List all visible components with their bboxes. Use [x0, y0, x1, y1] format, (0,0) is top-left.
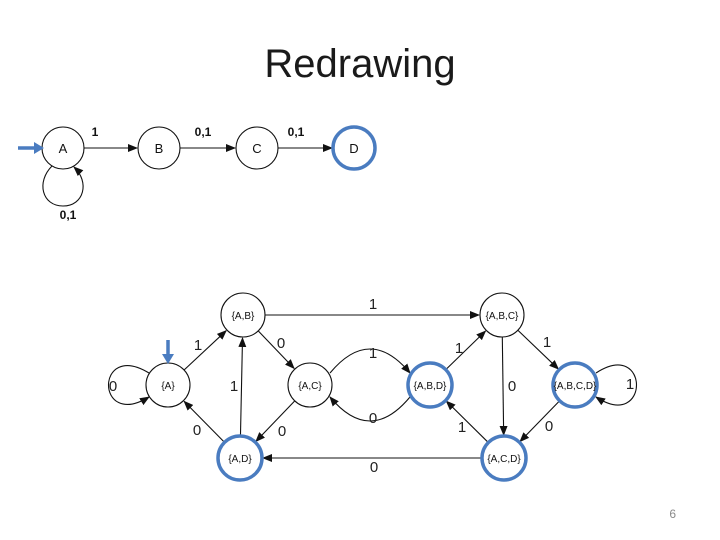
dfa-edge-label: 0: [545, 418, 553, 435]
nfa-edge-label: 0,1: [195, 125, 212, 139]
dfa-edge-line: [238, 336, 247, 437]
dfa-edge-label: 1: [626, 376, 634, 393]
nfa-transition-a-b: 1: [84, 125, 138, 152]
page-number: 6: [669, 507, 676, 521]
nfa-state-circle: [235, 126, 279, 170]
dfa-transition-abcd-acd: 0: [519, 400, 561, 443]
dfa-edge-label: 0: [277, 335, 285, 352]
dfa-edge-line: [183, 330, 227, 371]
nfa-transition-c-d: 0,1: [278, 125, 333, 152]
dfa-diagram: 0 1 1 0 1 0 0 1 0 1 1 0 1 0 1 0 {A} {A,B} {A,C} {A,B,D} {A,B…: [108, 292, 637, 482]
dfa-accepting-state-circle: [406, 361, 454, 409]
dfa-edge-line: [329, 396, 411, 422]
nfa-state-label: C: [252, 141, 261, 156]
nfa-accepting-state-circle: [331, 125, 377, 171]
dfa-start-arrow-icon: [162, 340, 174, 364]
dfa-state-label: {A,B,C}: [486, 311, 519, 322]
dfa-state-circle: [479, 292, 525, 338]
dfa-edge-label: 0: [109, 378, 117, 395]
dfa-edge-label: 1: [458, 419, 466, 436]
dfa-transition-ad-ab: 1: [230, 336, 247, 437]
nfa-state-circle: [137, 126, 181, 170]
nfa-edge-label: 0,1: [288, 125, 305, 139]
nfa-state-label: D: [349, 141, 358, 156]
dfa-transition-abc-acd: 0: [499, 336, 516, 437]
dfa-state-label: {A,D}: [228, 454, 252, 465]
nfa-state-label: A: [59, 141, 68, 156]
dfa-edge-line: [519, 400, 561, 443]
dfa-edge-label: 0: [370, 459, 378, 476]
dfa-edge-line: [108, 365, 150, 406]
dfa-state-abd: {A,B,D}: [406, 361, 454, 409]
dfa-edge-line: [445, 330, 487, 371]
dfa-transition-ab-abc: 1: [265, 296, 480, 319]
dfa-edge-label: 0: [278, 423, 286, 440]
nfa-state-d: D: [331, 125, 377, 171]
dfa-transition-abcd-abcd: 1: [595, 364, 637, 406]
nfa-state-label: B: [155, 141, 164, 156]
nfa-edge-line: [42, 165, 84, 207]
dfa-edge-label: 1: [230, 378, 238, 395]
dfa-edge-line: [499, 336, 508, 437]
nfa-edge-label: 0,1: [60, 208, 77, 222]
dfa-edge-label: 1: [369, 296, 377, 313]
dfa-transition-abd-ac: 0: [329, 396, 411, 427]
dfa-transition-ac-ad: 0: [255, 400, 296, 443]
nfa-state-c: C: [235, 126, 279, 170]
dfa-edge-line: [445, 400, 489, 443]
dfa-state-acd: {A,C,D}: [480, 434, 528, 482]
dfa-edge-label: 1: [543, 334, 551, 351]
dfa-accepting-state-circle: [216, 434, 264, 482]
dfa-state-ad: {A,D}: [216, 434, 264, 482]
dfa-edge-label: 1: [369, 345, 377, 362]
nfa-start-arrow-icon: [18, 142, 44, 154]
dfa-state-label: {A,C}: [298, 381, 322, 392]
slide-title: Redrawing: [264, 42, 456, 86]
dfa-transition-ad-a: 0: [183, 400, 225, 443]
nfa-transition-a-a: 0,1: [42, 165, 84, 222]
dfa-state-a: {A}: [145, 362, 191, 408]
dfa-transition-a-a: 0: [108, 365, 150, 406]
dfa-edge-line: [255, 400, 296, 443]
dfa-transition-acd-abd: 1: [445, 400, 489, 443]
dfa-state-label: {A,B,D}: [414, 381, 447, 392]
dfa-state-ab: {A,B}: [220, 292, 266, 338]
dfa-transition-ac-abd: 1: [329, 345, 411, 374]
dfa-transition-abc-abcd: 1: [517, 329, 560, 370]
dfa-transition-acd-ad: 0: [262, 454, 482, 476]
dfa-state-circle: [287, 362, 333, 408]
dfa-edge-label: 1: [194, 337, 202, 354]
dfa-edge-label: 0: [508, 378, 516, 395]
dfa-state-ac: {A,C}: [287, 362, 333, 408]
dfa-edge-label: 0: [369, 410, 377, 427]
dfa-edge-line: [517, 329, 560, 370]
dfa-state-circle: [220, 292, 266, 338]
dfa-state-label: {A,B,C,D}: [554, 381, 597, 392]
dfa-state-abc: {A,B,C}: [479, 292, 525, 338]
nfa-state-b: B: [137, 126, 181, 170]
dfa-state-label: {A,B}: [232, 311, 255, 322]
dfa-edge-label: 1: [455, 340, 463, 357]
dfa-transition-abd-abc: 1: [445, 330, 487, 371]
dfa-transition-ab-ac: 0: [257, 330, 295, 370]
dfa-edge-line: [595, 364, 637, 406]
dfa-accepting-state-circle: [551, 361, 599, 409]
dfa-edge-label: 0: [193, 422, 201, 439]
dfa-state-label: {A,C,D}: [487, 454, 521, 465]
dfa-edge-line: [257, 330, 295, 370]
dfa-state-label: {A}: [161, 381, 175, 392]
nfa-state-a: A: [41, 126, 85, 170]
dfa-accepting-state-circle: [480, 434, 528, 482]
nfa-transition-b-c: 0,1: [180, 125, 236, 152]
nfa-edge-label: 1: [92, 125, 99, 139]
dfa-state-abcd: {A,B,C,D}: [551, 361, 599, 409]
dfa-edge-line: [329, 348, 411, 374]
dfa-transition-a-ab: 1: [183, 330, 227, 371]
dfa-edge-line: [183, 400, 225, 443]
